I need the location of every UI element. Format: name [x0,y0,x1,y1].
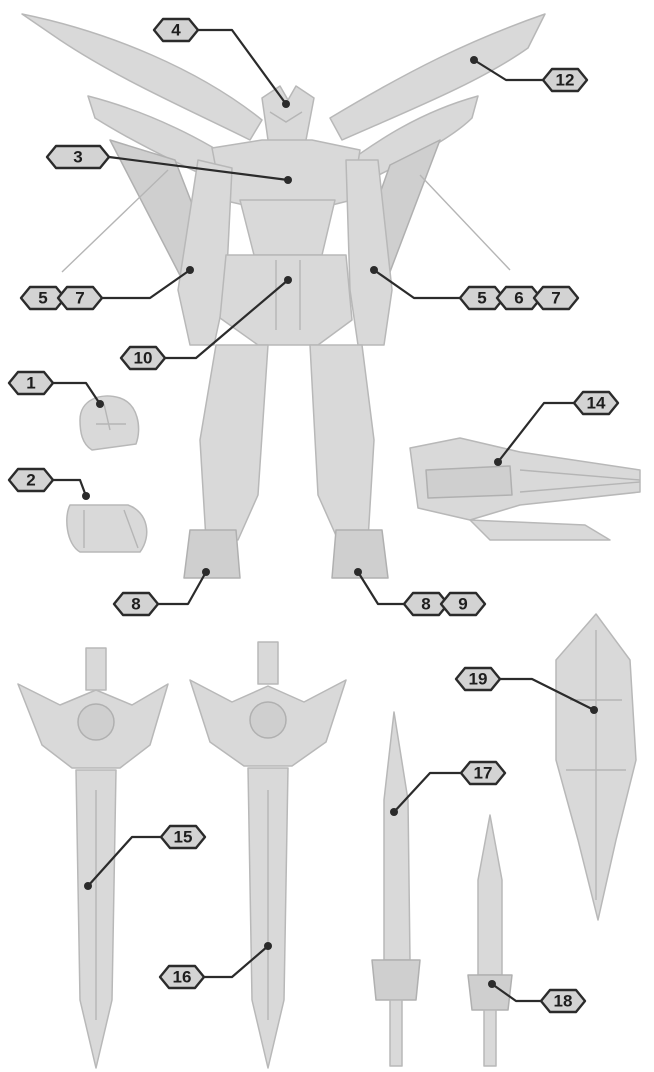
callout-label: 7 [75,289,84,308]
callout-label: 18 [554,992,573,1011]
callout-1: 1 [9,372,53,394]
callout-18: 18 [541,990,585,1012]
callout-16: 16 [160,966,204,988]
callout-8-9-right: 8 9 [404,593,485,615]
callout-label: 4 [171,21,181,40]
callout-5-7-left: 5 7 [21,287,102,309]
callout-10: 10 [121,347,165,369]
callout-label: 7 [551,289,560,308]
callout-label: 8 [131,595,140,614]
callout-label: 12 [556,71,575,90]
callout-17: 17 [461,762,505,784]
callout-label: 17 [474,764,493,783]
part-2-piece [67,505,147,552]
callout-label: 15 [174,828,193,847]
callout-12: 12 [543,69,587,91]
part-18-lance [468,815,512,1066]
part-15-sword [18,648,168,1068]
callout-label: 6 [514,289,523,308]
callout-label: 19 [469,670,488,689]
callout-19: 19 [456,668,500,690]
callout-label: 10 [134,349,153,368]
callout-label: 5 [477,289,486,308]
callout-label: 8 [421,595,430,614]
part-17-lance [372,712,420,1066]
callout-8-left: 8 [114,593,158,615]
callout-label: 1 [26,374,35,393]
callout-label: 16 [173,968,192,987]
callout-15: 15 [161,826,205,848]
callout-label: 9 [458,595,467,614]
part-14-piece [410,438,640,540]
callout-3: 3 [47,146,109,168]
callout-label: 14 [587,394,606,413]
part-1-piece [80,396,139,450]
callout-4: 4 [154,19,198,41]
part-16-sword [190,642,346,1068]
callout-2: 2 [9,469,53,491]
part-19-shield [556,614,636,920]
callout-label: 3 [73,148,82,167]
callout-5-6-7-right: 5 6 7 [460,287,578,309]
callout-label: 5 [38,289,47,308]
callout-label: 2 [26,471,35,490]
callout-14: 14 [574,392,618,414]
